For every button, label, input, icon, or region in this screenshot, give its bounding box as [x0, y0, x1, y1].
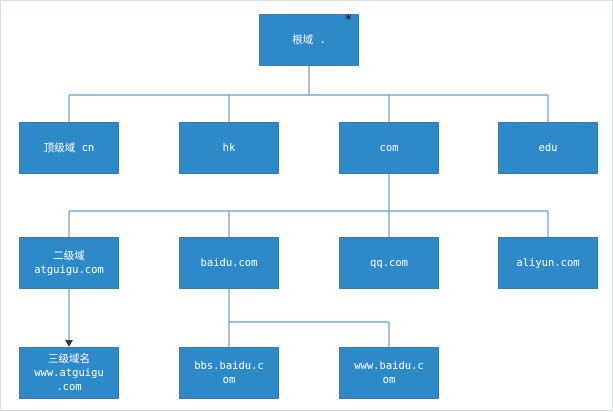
root-domain-label: 根域 . [292, 34, 326, 46]
second-level-title: 二级域 [53, 250, 85, 262]
third-level-domain-line-2: .com [56, 381, 82, 393]
third-level-node-bbs-baidu: bbs.baidu.c om [179, 347, 279, 399]
root-domain-node: 根域 . [259, 14, 359, 66]
tld-label-hk: hk [222, 142, 236, 154]
third-level-node-www-baidu: www.baidu.c om [339, 347, 439, 399]
tld-node-edu: edu [498, 122, 598, 174]
second-level-node-atguigu: 二级域 atguigu.com [19, 237, 119, 289]
tld-node-cn: 顶级域 cn [19, 122, 119, 174]
tld-label-com: com [379, 142, 399, 154]
second-level-domain-aliyun: aliyun.com [516, 257, 580, 269]
second-level-domain-qq: qq.com [370, 257, 408, 269]
tld-label-cn: 顶级域 cn [43, 142, 95, 154]
tld-node-com: com [339, 122, 439, 174]
bbs-baidu-line-1: bbs.baidu.c [194, 360, 264, 372]
star-marker: * [345, 13, 352, 28]
third-level-node-www-atguigu: 三级域名 www.atguigu .com [19, 347, 119, 399]
www-baidu-line-2: om [382, 374, 396, 386]
tld-node-hk: hk [179, 122, 279, 174]
second-level-node-aliyun: aliyun.com [498, 237, 598, 289]
second-level-node-baidu: baidu.com [179, 237, 279, 289]
arrowhead-icon [65, 340, 73, 347]
second-level-domain-atguigu: atguigu.com [34, 264, 104, 276]
second-level-domain-baidu: baidu.com [200, 257, 258, 269]
www-baidu-line-1: www.baidu.c [354, 360, 424, 372]
third-level-domain-line-1: www.atguigu [34, 367, 104, 379]
bbs-baidu-line-2: om [222, 374, 236, 386]
second-level-node-qq: qq.com [339, 237, 439, 289]
tld-label-edu: edu [538, 142, 558, 154]
third-level-title: 三级域名 [48, 353, 90, 365]
